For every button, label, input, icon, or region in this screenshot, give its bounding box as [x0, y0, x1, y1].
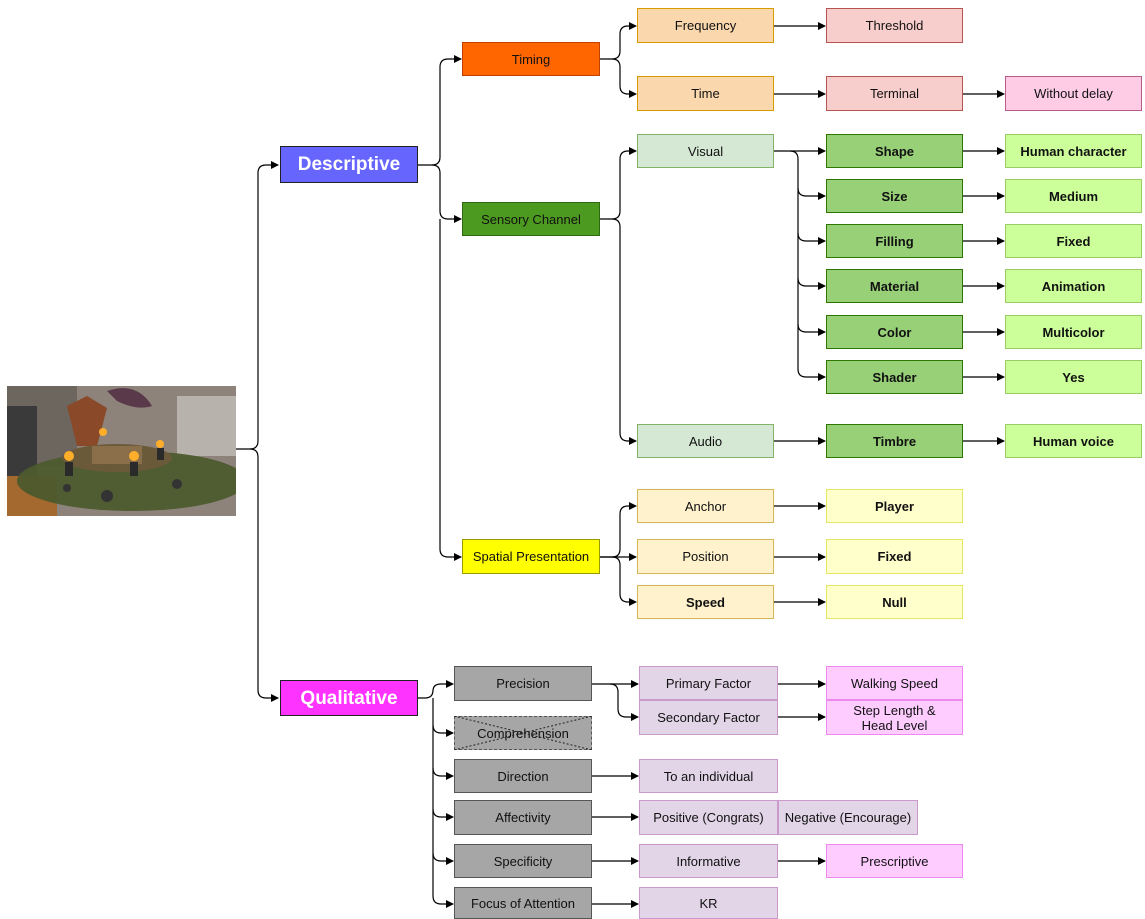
position-value-node: Fixed — [826, 539, 963, 574]
position-node: Position — [637, 539, 774, 574]
specificity-node: Specificity — [454, 844, 592, 878]
cross-out-icon — [454, 716, 592, 750]
threshold-node: Threshold — [826, 8, 963, 43]
color-value-node: Multicolor — [1005, 315, 1142, 349]
timing-node: Timing — [462, 42, 600, 76]
negative-node: Negative (Encourage) — [778, 800, 918, 835]
prescriptive-node: Prescriptive — [826, 844, 963, 878]
filling-node: Filling — [826, 224, 963, 258]
anchor-node: Anchor — [637, 489, 774, 523]
focus-of-attention-node: Focus of Attention — [454, 887, 592, 919]
comprehension-node: Comprehension — [454, 716, 592, 750]
speed-node: Speed — [637, 585, 774, 619]
terminal-node: Terminal — [826, 76, 963, 111]
primary-factor-node: Primary Factor — [639, 666, 778, 700]
material-value-node: Animation — [1005, 269, 1142, 303]
color-node: Color — [826, 315, 963, 349]
qualitative-node: Qualitative — [280, 680, 418, 716]
without-delay-node: Without delay — [1005, 76, 1142, 111]
frequency-node: Frequency — [637, 8, 774, 43]
timbre-node: Timbre — [826, 424, 963, 458]
informative-node: Informative — [639, 844, 778, 878]
speed-value-node: Null — [826, 585, 963, 619]
time-node: Time — [637, 76, 774, 111]
sensory-channel-node: Sensory Channel — [462, 202, 600, 236]
descriptive-node: Descriptive — [280, 146, 418, 183]
spatial-presentation-node: Spatial Presentation — [462, 539, 600, 574]
direction-node: Direction — [454, 759, 592, 793]
size-value-node: Medium — [1005, 179, 1142, 213]
audio-node: Audio — [637, 424, 774, 458]
walking-speed-node: Walking Speed — [826, 666, 963, 700]
anchor-value-node: Player — [826, 489, 963, 523]
human-voice-node: Human voice — [1005, 424, 1142, 458]
size-node: Size — [826, 179, 963, 213]
affectivity-node: Affectivity — [454, 800, 592, 835]
positive-node: Positive (Congrats) — [639, 800, 778, 835]
ar-scene-photo — [7, 386, 236, 516]
shape-node: Shape — [826, 134, 963, 168]
shader-node: Shader — [826, 360, 963, 394]
precision-node: Precision — [454, 666, 592, 701]
shape-value-node: Human character — [1005, 134, 1142, 168]
comprehension-label: Comprehension — [477, 725, 569, 741]
step-length-node: Step Length & Head Level — [826, 700, 963, 735]
kr-node: KR — [639, 887, 778, 919]
visual-node: Visual — [637, 134, 774, 168]
material-node: Material — [826, 269, 963, 303]
shader-value-node: Yes — [1005, 360, 1142, 394]
to-individual-node: To an individual — [639, 759, 778, 793]
filling-value-node: Fixed — [1005, 224, 1142, 258]
secondary-factor-node: Secondary Factor — [639, 700, 778, 735]
